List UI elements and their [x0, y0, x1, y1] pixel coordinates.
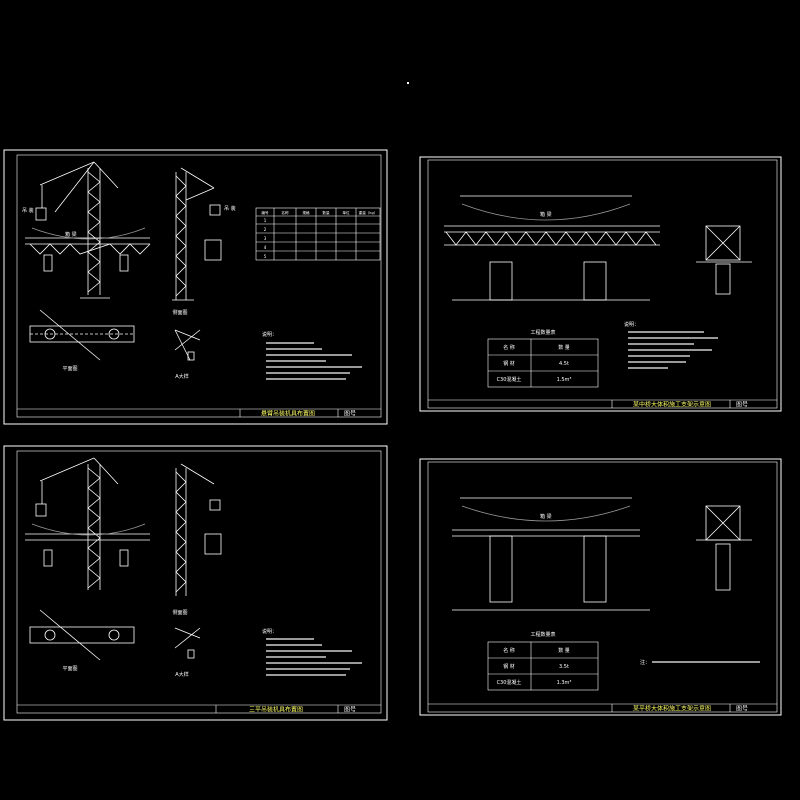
view-label-plan: 平面图	[62, 666, 77, 672]
table-header-cell: 重量（kg）	[359, 210, 378, 215]
crane-elevation	[25, 161, 151, 299]
sheet-inner-frame	[427, 461, 778, 713]
sheet-frame	[419, 458, 782, 716]
sheet-frame	[419, 156, 782, 412]
table-row-no: 3	[264, 236, 267, 241]
sheet-inner-frame	[16, 450, 382, 714]
notes-heading: 说明：	[262, 331, 277, 338]
label-girder: 箱 梁	[540, 513, 552, 520]
bridge-elevation	[452, 497, 650, 611]
crane-side-view	[172, 167, 222, 301]
table-header-cell: 数 量	[558, 647, 570, 654]
sheet-crane-layout-bottom: 三平吊装机具布置图 图号	[3, 445, 388, 721]
table-caption: 工程数量表	[530, 329, 555, 336]
table-row-no: 4	[264, 245, 267, 250]
bridge-elevation	[444, 195, 660, 301]
notes-heading: 注：	[640, 659, 650, 666]
sheet-support-bottom: 某平桥大体积施工支架示意图 图号 箱 梁 工程数量表 名 称 数 量	[419, 458, 782, 716]
table-row-no: 1	[264, 218, 267, 223]
sheet-frame	[3, 149, 388, 425]
table-cell: 4.5t	[559, 361, 569, 367]
sheet-title: 某平桥大体积施工支架示意图	[633, 705, 711, 713]
sheet-crane-layout-top: 悬臂吊装机具布置图 图号 吊 装 箱 梁	[3, 149, 388, 425]
origin-marker	[407, 82, 409, 84]
sheet-title: 悬臂吊装机具布置图	[261, 410, 315, 418]
view-label-plan: 平面图	[62, 366, 77, 372]
crane-elevation	[25, 457, 150, 590]
sheet-frame	[3, 445, 388, 721]
table-header-cell: 数 量	[558, 344, 570, 351]
table-row-no: 5	[264, 254, 267, 259]
label-girder: 箱 梁	[540, 211, 552, 218]
equipment-table	[255, 207, 381, 261]
table-row-no: 2	[264, 227, 267, 232]
view-label-side: 侧面图	[172, 309, 187, 316]
figure-no-label: 图号	[344, 707, 356, 714]
label-hoist-left: 吊 装	[22, 207, 34, 214]
sheet-support-top: 某中桥大体积施工支架示意图 图号 箱 梁 工程数量表	[419, 156, 782, 412]
sheet-inner-frame	[16, 154, 382, 418]
view-label-detail: A大样	[175, 373, 188, 380]
table-header-cell: 数量	[322, 210, 330, 215]
detail-a	[174, 329, 201, 361]
notes-lines	[266, 342, 362, 380]
table-header-cell: 规格	[302, 210, 310, 215]
label-hoist-right: 吊 装	[224, 205, 236, 212]
table-header-cell: 名 称	[503, 344, 515, 351]
bridge-side-view	[696, 505, 752, 591]
table-cell: 1.3m³	[557, 680, 572, 686]
table-caption: 工程数量表	[530, 631, 555, 638]
label-beam: 箱 梁	[65, 231, 77, 238]
table-cell: C30混凝土	[497, 376, 522, 383]
detail-a	[174, 627, 201, 659]
notes-heading: 说明：	[624, 321, 639, 328]
sheet-title: 三平吊装机具布置图	[249, 706, 303, 714]
table-header-cell: 编号	[261, 210, 269, 215]
figure-no-label: 图号	[736, 402, 748, 409]
notes-heading: 说明：	[262, 628, 277, 635]
table-cell: 3.5t	[559, 664, 569, 670]
figure-no-label: 图号	[344, 411, 356, 418]
table-cell: 钢 材	[503, 360, 515, 367]
notes-lines	[628, 331, 718, 369]
plan-view	[29, 609, 135, 661]
note-line	[652, 661, 760, 663]
quantity-table	[487, 641, 599, 691]
table-cell: 钢 材	[503, 663, 515, 670]
bridge-side-view	[696, 225, 752, 295]
notes-lines	[266, 638, 362, 676]
table-cell: C30混凝土	[497, 679, 522, 686]
crane-side-view	[175, 463, 222, 596]
table-header-cell: 名 称	[503, 647, 515, 654]
sheet-inner-frame	[427, 159, 778, 409]
table-header-cell: 名称	[281, 210, 289, 215]
table-cell: 1.5m³	[557, 377, 572, 383]
figure-no-label: 图号	[736, 706, 748, 713]
table-header-cell: 单位	[342, 210, 350, 215]
quantity-table	[487, 338, 599, 388]
view-label-detail: A大样	[175, 671, 188, 678]
view-label-side: 侧面图	[172, 609, 187, 616]
plan-view	[29, 309, 135, 361]
sheet-title: 某中桥大体积施工支架示意图	[633, 401, 711, 409]
